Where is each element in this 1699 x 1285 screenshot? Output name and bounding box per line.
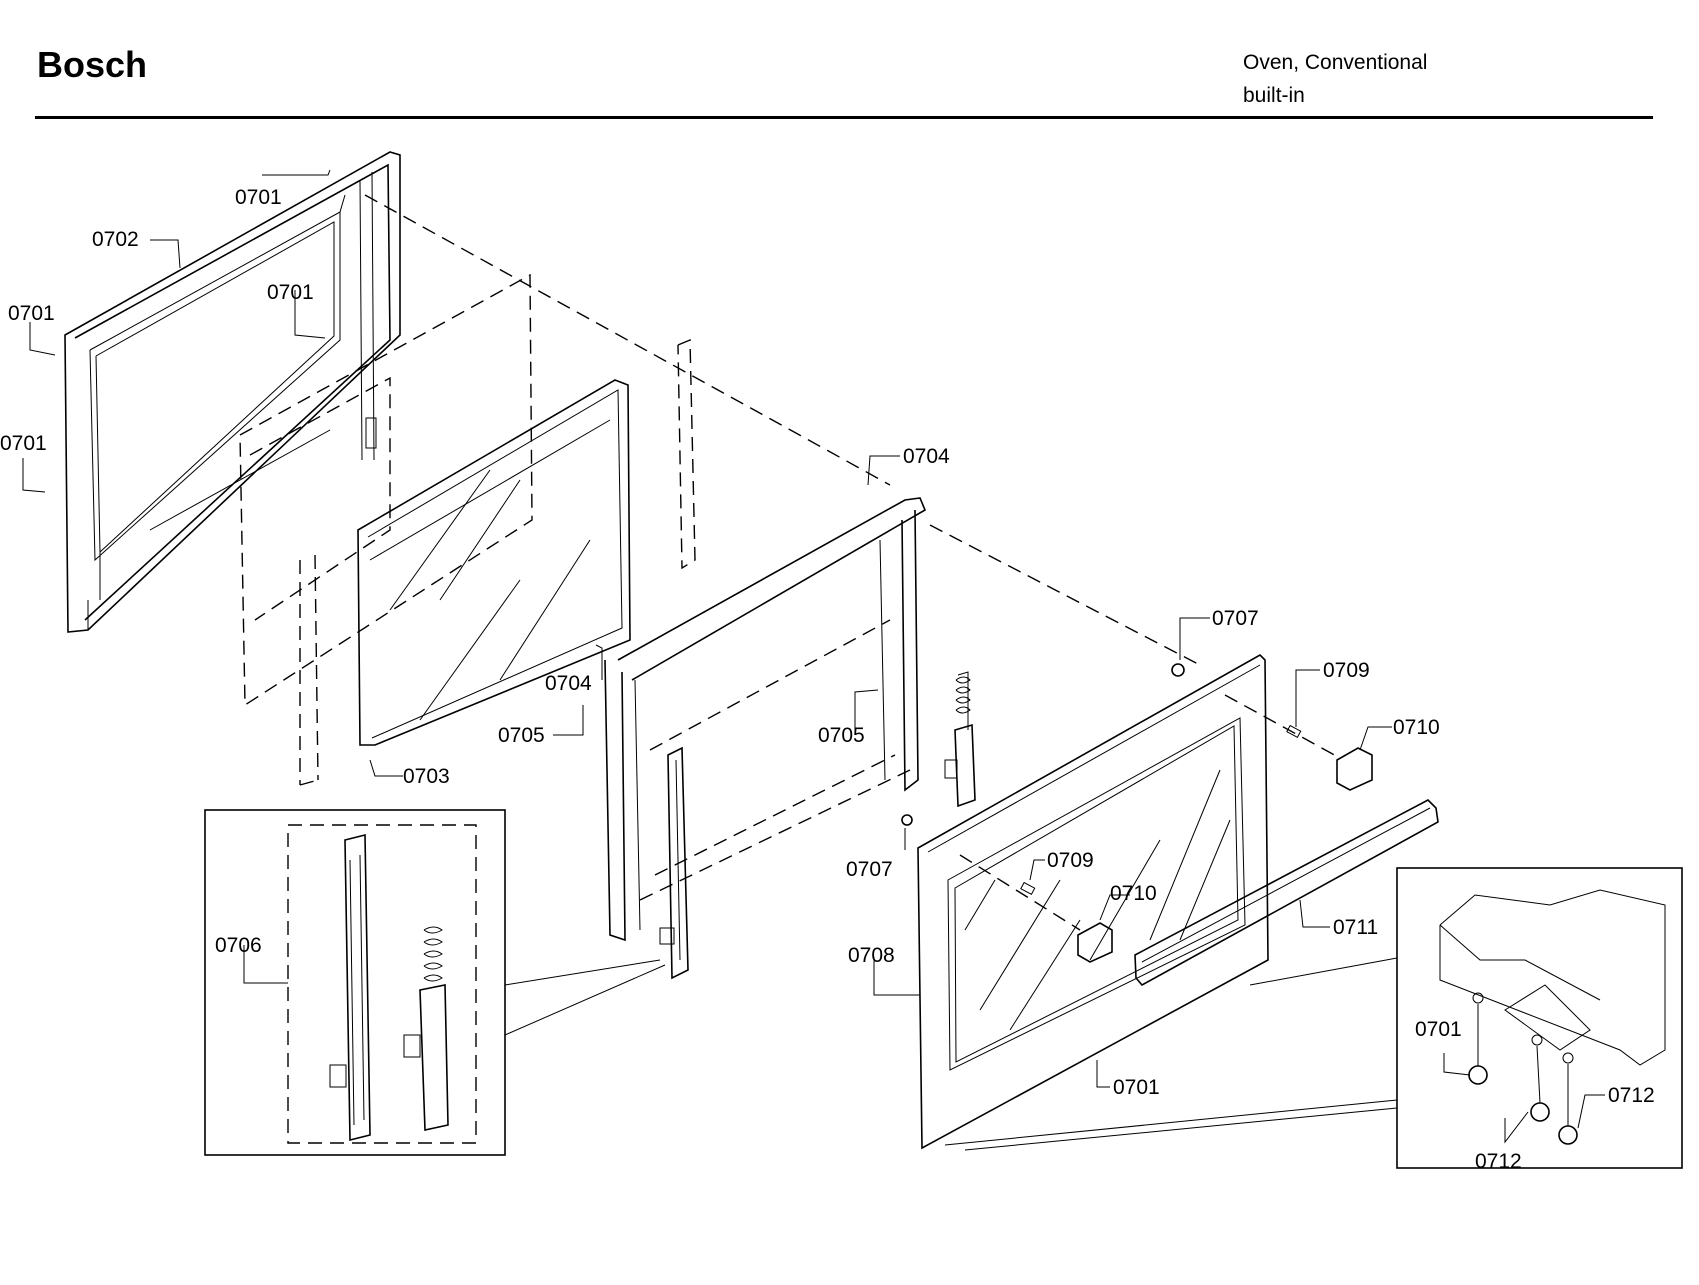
callout-0701-e: 0701 (1113, 1076, 1160, 1099)
door-frame-center (604, 497, 927, 942)
callout-labels: 0701 0702 0701 0701 0701 0703 0704 0704 … (0, 186, 1655, 1173)
callout-0711: 0711 (1333, 916, 1378, 939)
callout-0709-b: 0709 (1047, 849, 1094, 872)
callout-0704-a: 0704 (903, 445, 950, 468)
callout-0712-b: 0712 (1608, 1084, 1655, 1107)
callout-0705-b: 0705 (818, 724, 865, 747)
brand-name: Bosch (37, 44, 148, 85)
side-bracket-dashed (677, 338, 696, 570)
product-install: built-in (1243, 84, 1305, 107)
handle-fittings (959, 694, 1373, 963)
leader-lines (22, 169, 1605, 1144)
callout-0701-b: 0701 (267, 281, 314, 304)
door-handle (1134, 799, 1439, 987)
door-frame-outer (64, 151, 401, 633)
callout-0704-b: 0704 (545, 672, 592, 695)
callout-0709-a: 0709 (1323, 659, 1370, 682)
inset-hinge-detail (204, 809, 666, 1156)
inset-screw-detail (944, 867, 1683, 1169)
callout-0702: 0702 (92, 228, 139, 251)
spacer-rings (901, 663, 1185, 826)
callout-0701-d: 0701 (0, 432, 47, 455)
callout-0710-a: 0710 (1393, 716, 1440, 739)
front-door-panel (917, 654, 1269, 1150)
callout-0712-a: 0712 (1475, 1150, 1522, 1173)
callout-0710-b: 0710 (1110, 882, 1157, 905)
product-description: Oven, Conventional built-in (1243, 46, 1427, 112)
product-type: Oven, Conventional (1243, 51, 1428, 74)
callout-0706: 0706 (215, 934, 262, 957)
glass-pane (357, 379, 631, 746)
callout-0701-a: 0701 (235, 186, 282, 209)
callout-0701-c: 0701 (8, 302, 55, 325)
callout-0705-a: 0705 (498, 724, 545, 747)
inner-frame-dashed (239, 273, 533, 786)
callout-0701-f: 0701 (1415, 1018, 1462, 1041)
callout-0707-a: 0707 (1212, 607, 1259, 630)
callout-0703: 0703 (403, 765, 450, 788)
hinge-left (659, 746, 689, 980)
header-divider (35, 116, 1653, 119)
callout-0708: 0708 (848, 944, 895, 967)
hinge-right (944, 671, 976, 808)
alignment-lines (364, 194, 1201, 666)
callout-0707-b: 0707 (846, 858, 893, 881)
